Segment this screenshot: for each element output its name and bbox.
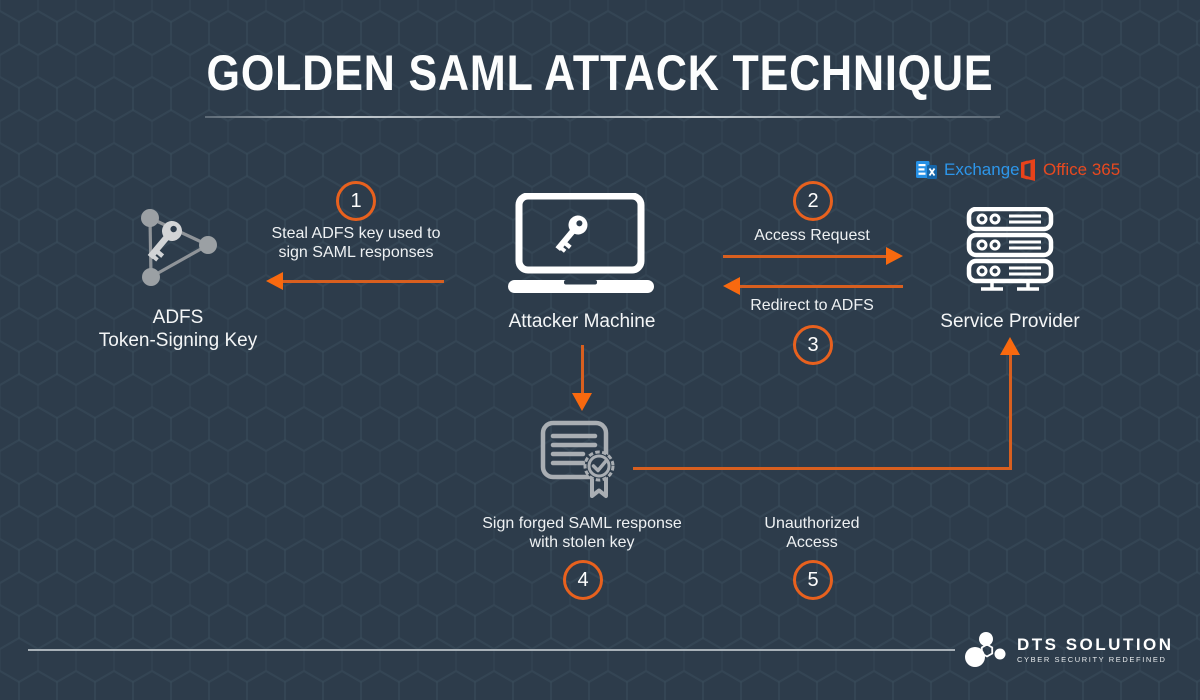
step-2-number: 2 bbox=[807, 189, 819, 212]
step-2-badge: 2 bbox=[793, 181, 833, 221]
arrowhead-left-icon bbox=[266, 272, 283, 290]
exchange-logo-icon bbox=[916, 161, 937, 179]
step-1-number: 1 bbox=[350, 189, 362, 212]
step-5-badge: 5 bbox=[793, 560, 833, 600]
step-4-badge: 4 bbox=[563, 560, 603, 600]
service-provider-label: Service Provider bbox=[940, 311, 1080, 332]
title-underline bbox=[205, 116, 1000, 118]
exchange-logo: Exchange bbox=[915, 158, 1020, 182]
arrowhead-down-icon bbox=[572, 393, 592, 411]
dts-brand: DTS SOLUTION bbox=[1017, 635, 1174, 655]
office-365-logo-icon bbox=[1021, 159, 1035, 181]
adfs-label-line1: ADFS bbox=[152, 307, 204, 328]
access-request-label: Access Request bbox=[754, 227, 870, 244]
exchange-label: Exchange bbox=[944, 160, 1020, 179]
page-title: GOLDEN SAML ATTACK TECHNIQUE bbox=[206, 45, 994, 101]
adfs-token-key-icon bbox=[141, 209, 217, 286]
dts-tagline: CYBER SECURITY REDEFINED bbox=[1017, 655, 1167, 665]
attacker-label: Attacker Machine bbox=[508, 311, 656, 332]
step-4-number: 4 bbox=[577, 568, 589, 591]
step-1-description: Steal ADFS key used to sign SAML respons… bbox=[271, 225, 441, 261]
adfs-label: ADFS Token-Signing Key bbox=[78, 306, 278, 352]
step-5-number: 5 bbox=[807, 568, 819, 591]
access-request-arrow bbox=[723, 247, 903, 265]
step-3-badge: 3 bbox=[793, 325, 833, 365]
server-rack-icon bbox=[966, 207, 1054, 291]
arrowhead-up-icon bbox=[1000, 337, 1020, 355]
signed-certificate-icon bbox=[540, 420, 615, 498]
office365-logo: Office 365 bbox=[1018, 158, 1120, 182]
footer-divider bbox=[28, 649, 955, 651]
redirect-arrow bbox=[723, 277, 903, 295]
step-4-description: Sign forged SAML response with stolen ke… bbox=[482, 515, 682, 551]
office365-label: Office 365 bbox=[1043, 160, 1121, 179]
adfs-label-line2: Token-Signing Key bbox=[98, 330, 258, 351]
step-3-number: 3 bbox=[807, 333, 819, 356]
arrowhead-left-icon bbox=[723, 277, 740, 295]
dts-molecule-icon bbox=[965, 632, 1006, 667]
laptop-key-icon bbox=[508, 193, 654, 293]
step-5-description: Unauthorized Access bbox=[764, 515, 860, 551]
redirect-label: Redirect to ADFS bbox=[750, 297, 874, 314]
arrowhead-right-icon bbox=[886, 247, 903, 265]
step-1-badge: 1 bbox=[336, 181, 376, 221]
dts-logo: DTS SOLUTION CYBER SECURITY REDEFINED bbox=[962, 628, 1174, 672]
steal-key-arrow bbox=[266, 272, 446, 290]
